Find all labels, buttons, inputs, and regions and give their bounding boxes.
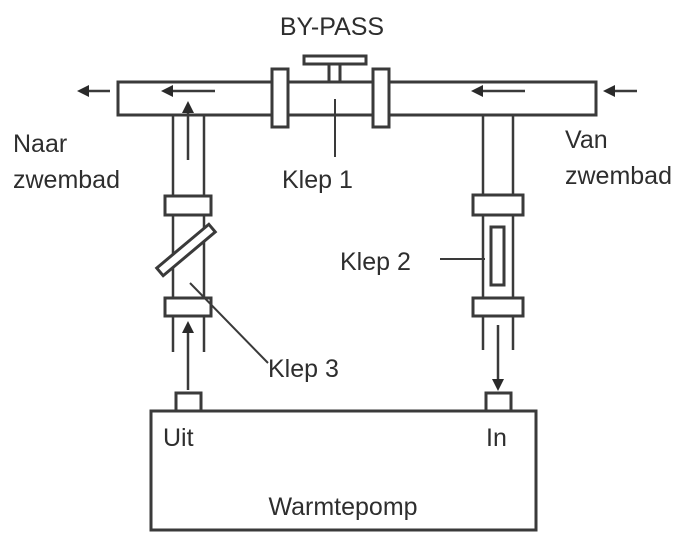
in-port (484, 391, 513, 413)
heat-pump-label: Warmtepomp (268, 493, 417, 521)
naar-zwembad-line2: zwembad (13, 166, 120, 194)
outlet-upper-flange (163, 194, 213, 217)
arrow-left-outer-icon (77, 85, 110, 97)
naar-zwembad-line1: Naar (13, 130, 67, 158)
klep3-valve (154, 222, 218, 278)
uit-port (174, 391, 203, 413)
in-label: In (486, 424, 507, 452)
arrow-up-lower-icon (182, 321, 194, 390)
van-zwembad-line2: zwembad (565, 162, 672, 190)
arrow-down-icon (492, 325, 504, 391)
inlet-upper-flange (471, 193, 525, 217)
outlet-lower-flange (163, 296, 213, 318)
bypass-title: BY-PASS (280, 13, 384, 41)
klep2-label: Klep 2 (340, 248, 411, 276)
klep3-leader-line (189, 282, 269, 364)
klep3-label: Klep 3 (268, 355, 339, 383)
arrow-left-inner-icon (161, 85, 215, 97)
arrow-right-outer-icon (603, 85, 637, 97)
uit-label: Uit (163, 424, 194, 452)
arrow-up-upper-icon (182, 101, 194, 160)
inlet-lower-flange (471, 296, 525, 318)
klep1-label: Klep 1 (282, 166, 353, 194)
arrow-right-inner-icon (471, 85, 525, 97)
klep2-valve (489, 225, 506, 287)
van-zwembad-line1: Van (565, 126, 608, 154)
klep1-valve (270, 54, 391, 129)
heat-pump-box (149, 409, 538, 532)
bypass-pipe (116, 80, 598, 117)
